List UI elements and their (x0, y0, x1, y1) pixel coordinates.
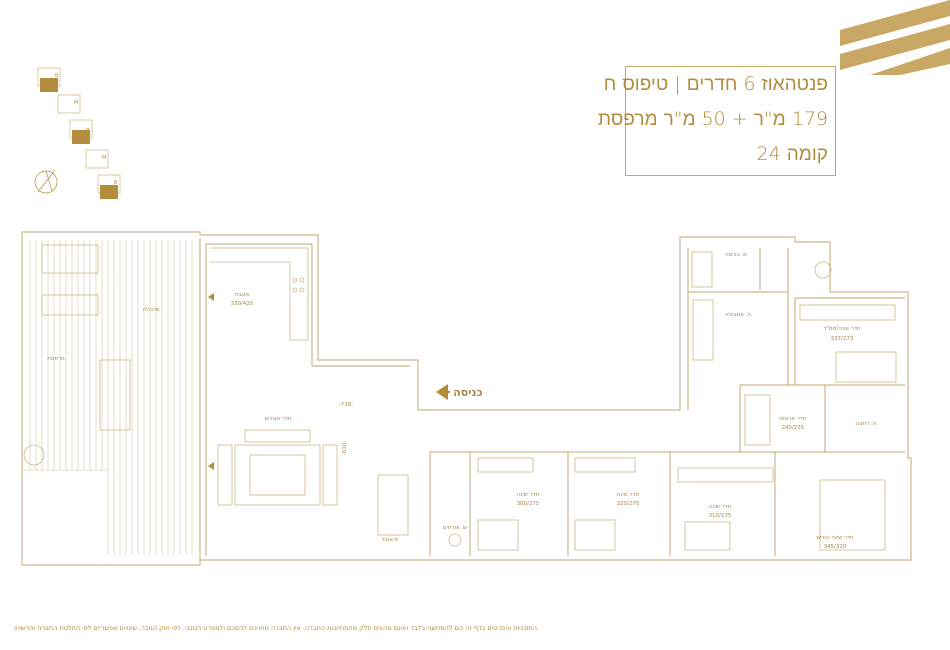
label-living: חדר מגורים (265, 416, 292, 422)
terrace-furniture (23, 244, 131, 466)
label-master-dims: 337/273 (831, 336, 854, 342)
stripe-1 (840, 0, 950, 46)
label-bed1: חדר שינה (517, 492, 540, 498)
label-terrace: מרפסת (47, 356, 65, 362)
pergola-slats (22, 240, 193, 555)
key-block-2 (72, 130, 90, 144)
stripe-2 (840, 24, 950, 70)
label-entrance: כניסה (453, 386, 483, 399)
label-dining: פ.אוכל (382, 536, 399, 543)
bedroom-furniture (448, 251, 897, 551)
title-line-3: קומה 24 (756, 143, 828, 165)
key-block-3 (100, 185, 118, 199)
label-laundry: מ. כביסה (725, 252, 747, 258)
label-kitchen: מטבח (235, 292, 249, 298)
label-bath: ח. אמבטיה (725, 312, 751, 318)
living-arrow-icon (208, 462, 214, 470)
label-bed1-dims: 300/275 (517, 501, 540, 507)
key-plan: B M B M B (34, 67, 121, 199)
key-label-4: M (102, 155, 106, 161)
label-master: חדר שינה/ממ"ד (823, 326, 861, 332)
stripe-3 (870, 48, 950, 75)
label-pergola: פרגולה (142, 306, 160, 313)
kitchen-counter (210, 247, 309, 341)
key-label-1: B (55, 73, 59, 79)
label-bed3-dims: 310/275 (709, 513, 732, 519)
key-block-1 (40, 78, 58, 92)
label-kitchen-dims: 330/425 (231, 301, 254, 307)
kitchen-arrow-icon (208, 293, 214, 301)
label-living-length: -730- (339, 402, 353, 408)
footnote: התוכניות והפרטים בדף זה הם להמחשה בלבד ו… (14, 624, 537, 632)
entrance-arrow-icon (436, 384, 450, 400)
label-living-width: -610- (342, 441, 348, 455)
label-bed2-dims: 320/275 (617, 501, 640, 507)
label-wardrobe-dims: 245/235 (782, 425, 805, 431)
key-label-3: B (86, 128, 90, 134)
title-line-2: 179 מ"ר + 50 מ"ר מרפסת (597, 108, 828, 130)
outer-wall (21, 231, 912, 566)
living-furniture (217, 429, 409, 536)
label-wardrobe: חדר ארונות (779, 416, 806, 422)
label-bed2: חדר שינה (617, 492, 640, 498)
label-bed3: חדר שינה (709, 504, 732, 510)
label-guest-wc: ש. אורחים (443, 525, 467, 531)
label-parents: חדר שינה הורים (816, 535, 854, 541)
label-parents-bath: ח. רחצה (856, 421, 877, 427)
decorative-stripes (840, 0, 950, 75)
key-label-2: M (74, 100, 78, 106)
compass-icon (34, 169, 58, 194)
label-parents-dims: 345/320 (824, 544, 847, 550)
title-line-1: פנטהאוז 6 חדרים | טיפוס ח (603, 73, 828, 95)
title-box (625, 66, 836, 176)
key-label-5: B (114, 180, 118, 186)
